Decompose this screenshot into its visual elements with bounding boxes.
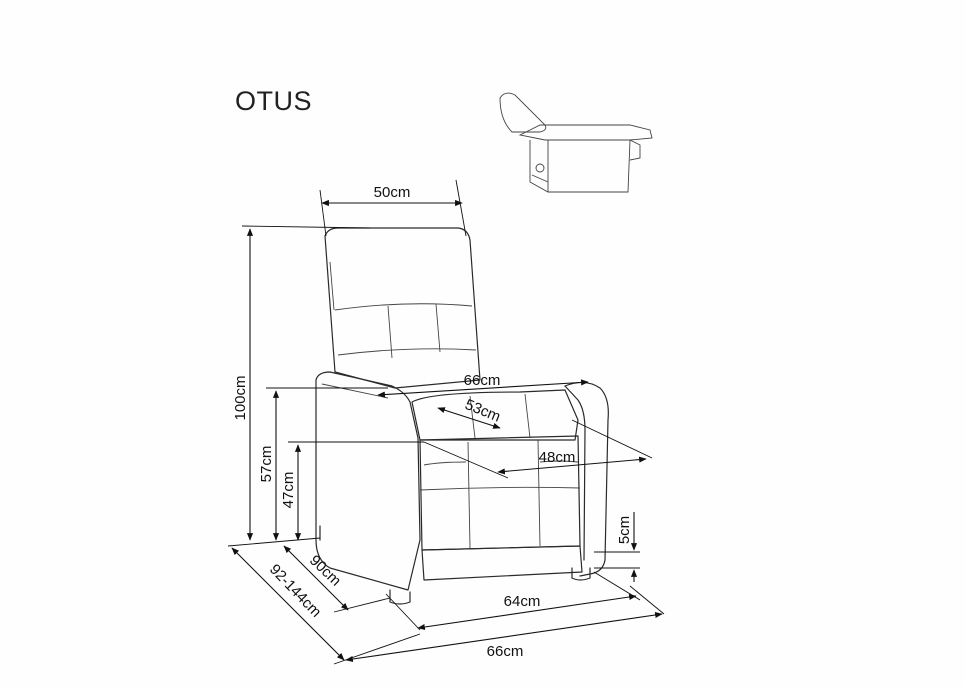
label-depth: 90cm	[306, 552, 344, 590]
label-seat-width-inner: 53cm	[462, 396, 502, 426]
label-overall-width: 66cm	[487, 643, 524, 660]
dim-seat-height: 47cm	[280, 441, 424, 541]
label-seat-height: 47cm	[280, 472, 297, 509]
label-armrest-height: 57cm	[258, 446, 275, 483]
dim-total-height: 100cm	[232, 225, 371, 541]
reclined-armchair-icon	[499, 92, 653, 193]
label-seat-width: 66cm	[464, 372, 501, 389]
label-total-height: 100cm	[232, 375, 249, 420]
dim-overall-width: 66cm	[345, 585, 665, 663]
label-base-width: 64cm	[504, 593, 541, 610]
label-seat-depth: 48cm	[539, 449, 576, 466]
product-title: OTUS	[235, 86, 313, 116]
dim-seat-width: 66cm	[377, 372, 589, 398]
label-leg-height: 5cm	[616, 516, 633, 544]
dim-armrest-height: 57cm	[258, 387, 388, 541]
dim-leg-height: 5cm	[594, 512, 640, 582]
dim-backrest-width: 50cm	[319, 179, 467, 237]
dim-base-width: 64cm	[385, 571, 641, 631]
dim-seat-width-inner: 53cm	[437, 396, 503, 429]
label-backrest-width: 50cm	[374, 184, 411, 201]
dim-seat-depth: 48cm	[423, 419, 653, 479]
